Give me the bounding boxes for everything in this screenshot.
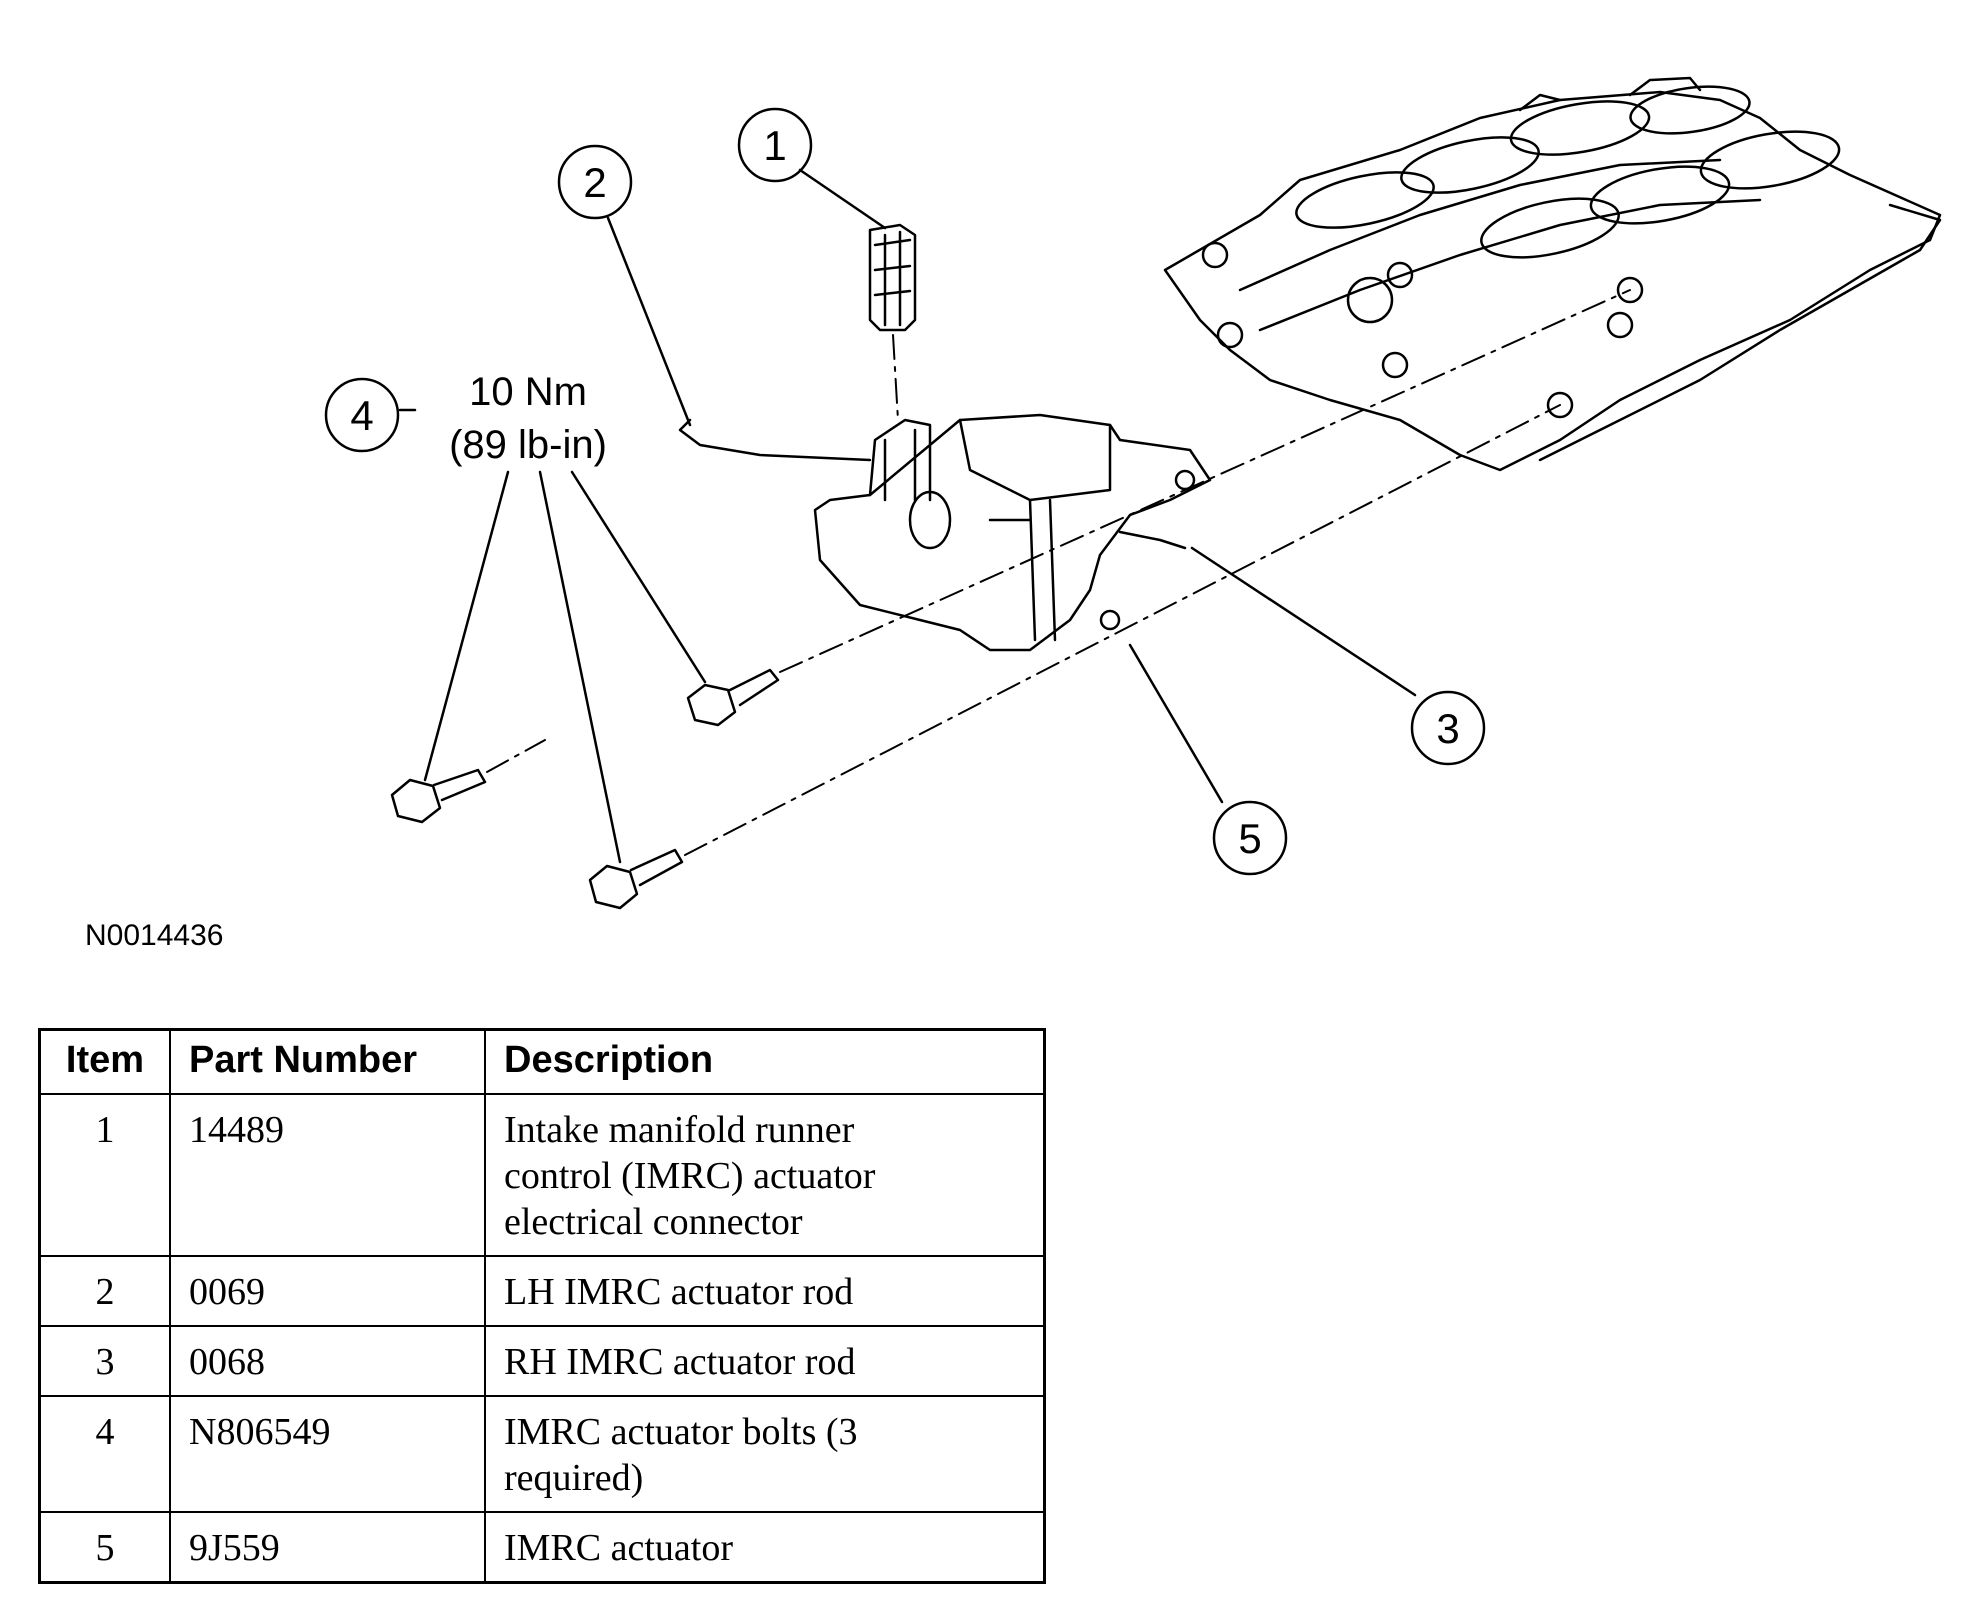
callout-1: 1 (763, 122, 786, 169)
alignment-line (684, 404, 1561, 856)
description-line: control (IMRC) actuator (504, 1155, 876, 1197)
description-line: IMRC actuator (504, 1527, 734, 1569)
cell-item: 3 (38, 1325, 171, 1397)
bolt-lower (588, 848, 684, 910)
bolt-left (390, 768, 487, 824)
callout-circle-4 (324, 377, 400, 453)
table-row: 5 9J559 IMRC actuator (38, 1511, 1046, 1584)
table-row: 3 0068 RH IMRC actuator rod (38, 1325, 1046, 1397)
leader-line-3 (1190, 546, 1417, 697)
cell-description: RH IMRC actuator rod (484, 1325, 1046, 1397)
leader-line-2 (606, 216, 692, 427)
figure-id: N0014436 (85, 919, 223, 952)
leader-line-5 (1128, 643, 1224, 804)
callout-5: 5 (1238, 815, 1261, 862)
description-line: Intake manifold runner (504, 1109, 855, 1151)
callout-circle-3 (1410, 690, 1486, 766)
callout-circle-5 (1212, 800, 1288, 876)
cell-part-number: 9J559 (169, 1511, 486, 1584)
description-line: RH IMRC actuator rod (504, 1341, 856, 1383)
alignment-line (779, 289, 1631, 673)
callout-circle-1 (737, 107, 813, 183)
alignment-line (486, 739, 546, 773)
cell-description: IMRC actuator (484, 1511, 1046, 1584)
parts-table: Item Part Number Description 1 14489 Int… (38, 1028, 1046, 1584)
cell-item: 4 (38, 1395, 171, 1513)
rh-actuator-rod (1118, 530, 1187, 550)
intake-manifold (1163, 76, 1942, 472)
description-line: LH IMRC actuator rod (504, 1271, 854, 1313)
cell-part-number: N806549 (169, 1395, 486, 1513)
electrical-connector (868, 223, 917, 332)
callout-2: 2 (583, 159, 606, 206)
cell-part-number: 14489 (169, 1093, 486, 1257)
torque-spec-nm: 10 Nm (469, 370, 587, 414)
description-line: required) (504, 1457, 644, 1499)
cell-item: 2 (38, 1255, 171, 1327)
alignment-line (892, 334, 899, 421)
description-line: electrical connector (504, 1201, 803, 1243)
header-description: Description (484, 1028, 1046, 1095)
description-line: IMRC actuator bolts (3 (504, 1411, 858, 1453)
cell-part-number: 0068 (169, 1325, 486, 1397)
torque-spec-lbin: (89 lb-in) (449, 423, 607, 467)
header-item: Item (38, 1028, 171, 1095)
table-header-row: Item Part Number Description (38, 1028, 1046, 1095)
cell-description: LH IMRC actuator rod (484, 1255, 1046, 1327)
exploded-view-diagram: 1 2 3 4 5 10 Nm (89 lb-in) N0014436 (85, 76, 1942, 952)
callout-4: 4 (350, 392, 373, 439)
torque-leader (570, 470, 707, 684)
imrc-actuator (813, 413, 1212, 652)
bolt-upper (686, 668, 780, 727)
callout-3: 3 (1436, 705, 1459, 752)
lh-actuator-rod (678, 418, 872, 462)
table-row: 2 0069 LH IMRC actuator rod (38, 1255, 1046, 1327)
callout-circle-2 (557, 144, 633, 220)
cell-item: 5 (38, 1511, 171, 1584)
leader-line-1 (798, 168, 887, 230)
torque-leader (423, 470, 510, 782)
header-part-number: Part Number (169, 1028, 486, 1095)
cell-part-number: 0069 (169, 1255, 486, 1327)
torque-leader (538, 470, 622, 864)
cell-item: 1 (38, 1093, 171, 1257)
